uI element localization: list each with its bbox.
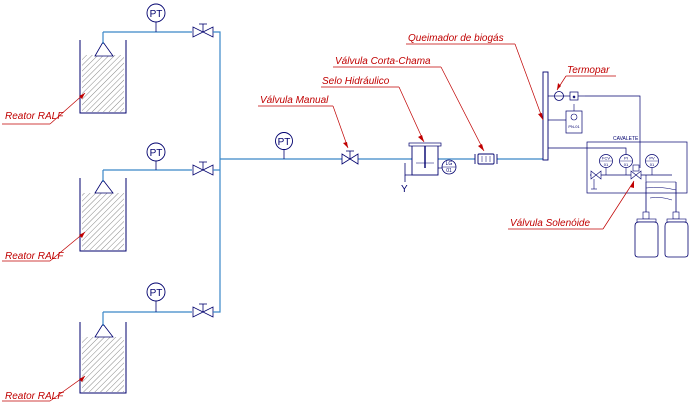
pt-3: PT: [146, 282, 166, 312]
cavalete: CAVALETE FCV 01 PI 01 PV 01: [586, 136, 688, 212]
manual-valve-label: Válvula Manual: [258, 95, 349, 149]
manual-valve: [341, 150, 359, 165]
manifold: [213, 31, 543, 313]
pi-label: PI: [624, 156, 628, 161]
drain-label: Y: [401, 184, 408, 195]
pv-num: 01: [650, 162, 655, 167]
hydraulic-seal: Y: [401, 142, 443, 195]
pt-1: PT: [146, 3, 166, 32]
hydraulic-seal-text: Selo Hidráulico: [322, 76, 390, 87]
pv-label: PV: [649, 156, 655, 161]
reactor-label-2: Reator RALF: [5, 251, 64, 262]
pt-2: PT: [146, 142, 166, 170]
thermocouple-label: Termopar: [556, 65, 616, 91]
tc-tag: ◆: [572, 94, 576, 99]
reactor-3: [79, 311, 192, 394]
pt-1-label: PT: [150, 9, 163, 20]
hydraulic-seal-label: Selo Hidráulico: [321, 76, 425, 143]
pt-2-label: PT: [150, 148, 163, 159]
pt-main: PT: [275, 132, 293, 159]
biogas-burner-text: Queimador de biogás: [408, 33, 504, 44]
branch-valve-3: [192, 303, 214, 318]
reactor-label-3: Reator RALF: [5, 391, 64, 402]
reactor-label-1: Reator RALF: [5, 111, 64, 122]
thermocouple-text: Termopar: [567, 65, 610, 76]
reactor-2: [79, 169, 192, 252]
solenoid-valve-label: Válvula Solenóide: [508, 180, 635, 230]
flame-arrester-text: Válvula Corta-Chama: [335, 56, 431, 67]
manual-valve-text: Válvula Manual: [260, 95, 329, 106]
branch-valve-1: [192, 23, 214, 38]
pt-3-label: PT: [150, 288, 163, 299]
reactor-3-label: Reator RALF: [2, 375, 86, 402]
fcv-num: 01: [604, 162, 609, 167]
lg-number: 01: [446, 168, 452, 174]
lg-label: LG: [446, 161, 453, 167]
pi-num: 01: [624, 162, 629, 167]
flame-arrester: [474, 153, 498, 165]
reactor-1-label: Reator RALF: [2, 92, 86, 125]
flame-arrester-label: Válvula Corta-Chama: [333, 56, 485, 152]
reactor-2-label: Reator RALF: [2, 231, 86, 262]
solenoid-valve-text: Válvula Solenóide: [510, 218, 590, 229]
branch-valve-2: [192, 161, 214, 176]
pt-main-label: PT: [278, 137, 291, 148]
level-gauge: LG 01: [441, 159, 457, 175]
biogas-burner-label: Queimador de biogás: [406, 33, 544, 121]
pilot-nozzle: PN-01: [562, 104, 583, 134]
reactor-1: [79, 31, 192, 114]
fcv-label: FCV: [602, 156, 610, 161]
gas-cylinder-2: [664, 211, 689, 258]
gas-cylinder-1: [634, 211, 659, 258]
thermocouple: ◆: [554, 91, 585, 101]
cavalete-label: CAVALETE: [613, 136, 639, 142]
pn-label: PN-01: [568, 124, 580, 129]
